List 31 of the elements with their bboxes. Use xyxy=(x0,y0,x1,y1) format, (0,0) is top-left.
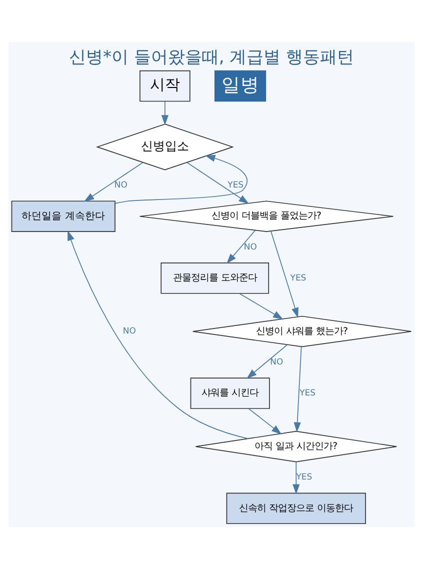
edge-label: NO xyxy=(114,180,128,190)
arrow xyxy=(186,162,249,204)
arrow xyxy=(161,101,168,126)
node-diamond: 신병입소 xyxy=(96,124,234,170)
arrow xyxy=(294,346,302,432)
label: 일병 xyxy=(221,74,260,96)
arrow xyxy=(84,162,144,202)
edge-label: YES xyxy=(300,387,316,398)
edge-label: YES xyxy=(290,272,306,282)
node-diamond: 아직 일과 시간인가? xyxy=(195,430,397,462)
arrow xyxy=(114,154,248,204)
arrow xyxy=(246,344,288,379)
edge-label: NO xyxy=(270,356,284,366)
arrow xyxy=(248,408,282,434)
arrow xyxy=(68,230,248,440)
node-diamond: 신병이 더블백을 풀었는가? xyxy=(139,200,394,232)
arrow xyxy=(226,230,256,264)
node-box: 시작 xyxy=(140,70,190,102)
arrow xyxy=(270,230,298,318)
edge-label: YES xyxy=(296,472,312,482)
diagram-title: 신병*이 들어왔을때, 계급별 행동패턴 xyxy=(69,46,354,66)
node-box: 신속히 작업장으로 이동한다 xyxy=(226,492,366,524)
node-box: 관물정리를 도와준다 xyxy=(160,262,270,294)
edge-label: NO xyxy=(244,241,257,252)
edge-label: NO xyxy=(122,326,136,336)
arrow xyxy=(292,462,300,494)
arrow xyxy=(238,293,284,320)
edge-label: YES xyxy=(228,180,244,190)
node-box: 하던일을 계속한다 xyxy=(11,200,116,232)
node-diamond: 신병이 샤워를 했는가? xyxy=(192,316,412,348)
node-box: 샤워를 시킨다 xyxy=(190,378,270,409)
